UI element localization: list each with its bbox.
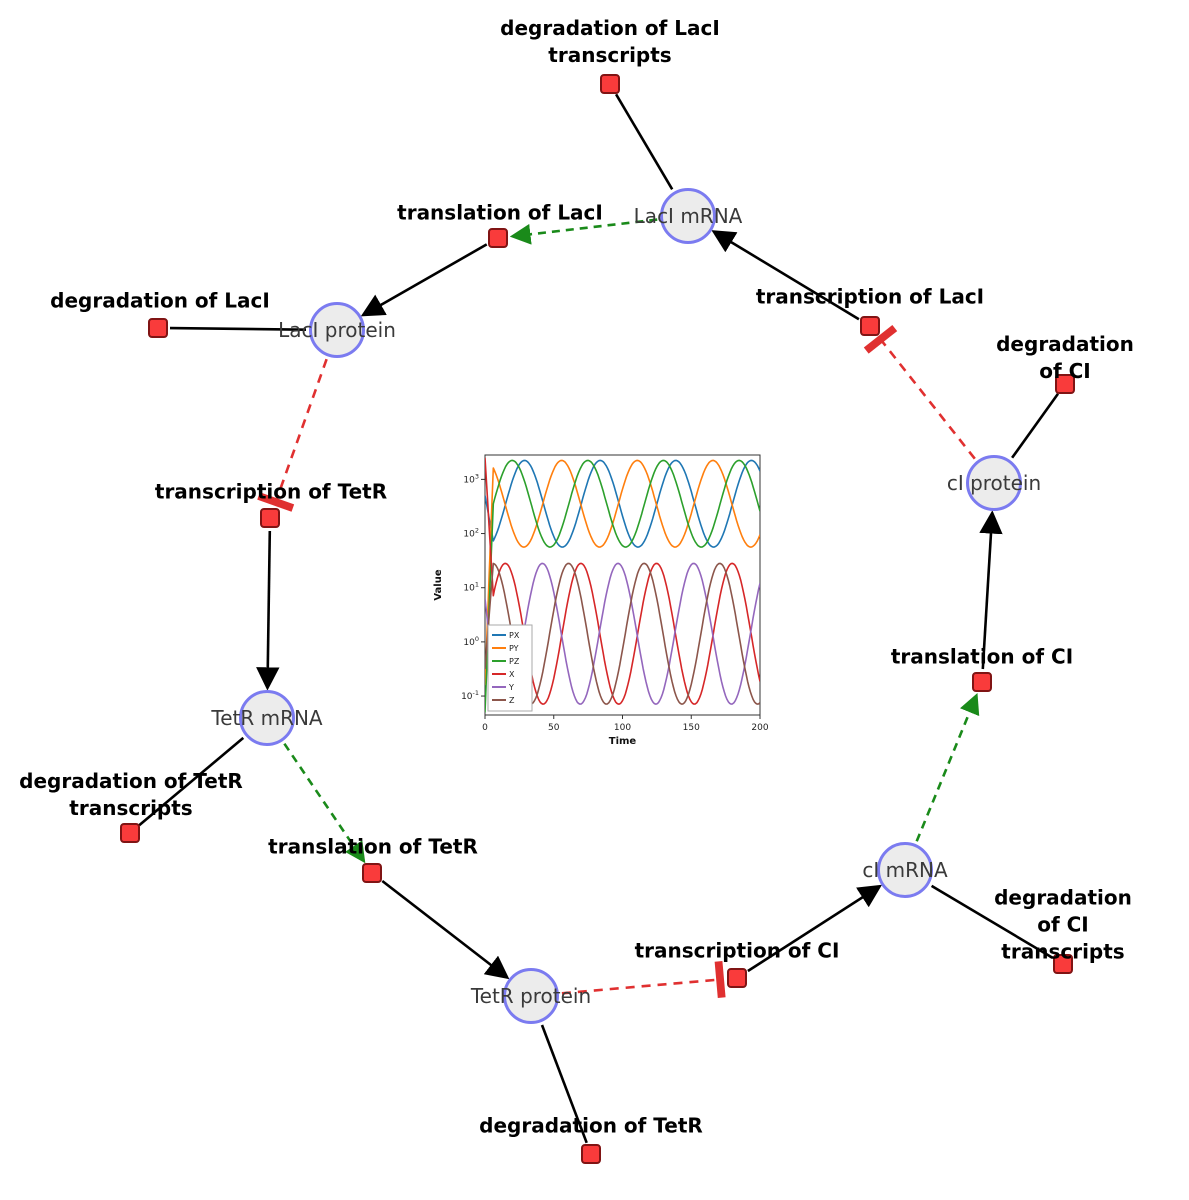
species-node-laci_mrna[interactable]	[660, 188, 716, 244]
species-node-tetr_protein[interactable]	[503, 968, 559, 1024]
legend-box	[487, 624, 533, 712]
reaction-label-deg_tetr: degradation of TetR	[479, 1113, 703, 1138]
x-axis-label: Time	[609, 736, 637, 747]
edge-tetr_protein-tx_ci	[561, 961, 726, 998]
reaction-label-deg_tetr_tx: degradation of TetR transcripts	[19, 769, 243, 820]
series-Y	[485, 562, 760, 705]
edge-tetr_mrna-deg_tetr_tx	[138, 736, 245, 827]
reaction-node-deg_tetr[interactable]	[581, 1144, 601, 1164]
edge-laci_protein-deg_laci	[169, 326, 307, 331]
reaction-node-transl_ci[interactable]	[972, 672, 992, 692]
reaction-label-tx_ci: transcription of CI	[634, 938, 840, 963]
reaction-node-tx_ci[interactable]	[727, 968, 747, 988]
reaction-label-transl_tetr: translation of TetR	[268, 834, 478, 859]
reaction-node-transl_laci[interactable]	[488, 228, 508, 248]
x-tick-label: 0	[482, 723, 488, 733]
edge-ci_protein-deg_ci	[1011, 393, 1060, 459]
x-tick-label: 150	[683, 723, 700, 733]
legend-label-Y: Y	[508, 683, 514, 692]
x-tick-label: 200	[751, 723, 768, 733]
reaction-node-transl_tetr[interactable]	[362, 863, 382, 883]
species-node-ci_protein[interactable]	[966, 455, 1022, 511]
edge-transl_laci-laci_protein	[360, 243, 488, 317]
species-node-tetr_mrna[interactable]	[239, 690, 295, 746]
x-tick-label: 100	[614, 723, 631, 733]
reaction-node-deg_tetr_tx[interactable]	[120, 823, 140, 843]
reaction-node-tx_tetr[interactable]	[260, 508, 280, 528]
reaction-label-deg_laci: degradation of LacI	[50, 288, 270, 313]
edge-transl_tetr-tetr_protein	[381, 879, 510, 980]
y-tick-label: 103	[463, 472, 479, 485]
legend-label-PZ: PZ	[509, 657, 520, 666]
edge-tetr_protein-deg_tetr	[540, 1024, 588, 1144]
y-axis-label: Value	[433, 569, 444, 600]
legend-label-PY: PY	[509, 644, 519, 653]
series-PZ	[485, 459, 760, 713]
edge-tetr_mrna-transl_tetr	[283, 742, 366, 864]
edge-tx_tetr-tetr_mrna	[256, 530, 280, 691]
y-tick-label: 10-1	[461, 689, 479, 702]
reaction-label-transl_laci: translation of LacI	[397, 200, 603, 225]
y-tick-label: 101	[463, 581, 479, 594]
series-PX	[485, 459, 760, 548]
species-node-laci_protein[interactable]	[309, 302, 365, 358]
species-node-ci_mrna[interactable]	[877, 842, 933, 898]
legend-label-Z: Z	[509, 696, 515, 705]
edge-ci_mrna-transl_ci	[915, 692, 980, 842]
legend-label-PX: PX	[509, 631, 520, 640]
edge-laci_mrna-transl_laci	[509, 218, 658, 245]
reaction-label-tx_tetr: transcription of TetR	[154, 479, 388, 504]
y-tick-label: 102	[463, 527, 479, 540]
legend-label-X: X	[509, 670, 515, 679]
edge-ci_mrna-deg_ci_tx	[930, 884, 1054, 960]
reaction-node-deg_laci[interactable]	[148, 318, 168, 338]
reaction-node-tx_laci[interactable]	[860, 316, 880, 336]
reaction-label-transl_ci: translation of CI	[890, 644, 1074, 669]
reaction-node-deg_ci_tx[interactable]	[1053, 954, 1073, 974]
series-PY	[485, 459, 760, 686]
reaction-node-deg_laci_tx[interactable]	[600, 74, 620, 94]
edge-transl_ci-ci_protein	[979, 510, 1003, 670]
edge-tx_ci-ci_mrna	[747, 884, 883, 973]
reaction-label-deg_laci_tx: degradation of LacI transcripts	[500, 16, 720, 67]
reaction-label-tx_laci: transcription of LacI	[755, 284, 985, 309]
edge-tx_laci-laci_mrna	[711, 230, 860, 321]
x-tick-label: 50	[548, 723, 560, 733]
edge-laci_mrna-deg_laci_tx	[614, 93, 674, 190]
reaction-node-deg_ci[interactable]	[1055, 374, 1075, 394]
y-tick-label: 100	[463, 635, 479, 648]
